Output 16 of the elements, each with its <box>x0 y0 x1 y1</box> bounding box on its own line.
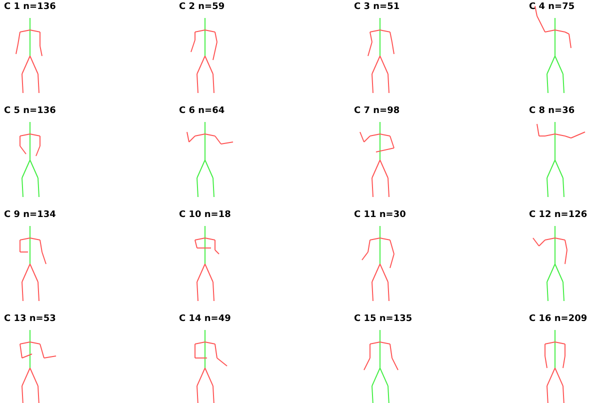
cluster-title: C 12 n=126 <box>529 210 588 220</box>
cluster-title: C 14 n=49 <box>179 314 231 324</box>
cluster-title: C 2 n=59 <box>179 2 225 12</box>
cluster-title: C 4 n=75 <box>529 2 575 12</box>
cluster-title: C 1 n=136 <box>4 2 56 12</box>
cluster-title: C 15 n=135 <box>354 314 412 324</box>
cluster-title: C 11 n=30 <box>354 210 406 220</box>
cluster-title: C 16 n=209 <box>529 314 588 324</box>
cluster-title: C 8 n=36 <box>529 106 575 116</box>
cluster-title: C 7 n=98 <box>354 106 400 116</box>
cluster-title: C 9 n=134 <box>4 210 56 220</box>
cluster-title: C 6 n=64 <box>179 106 225 116</box>
cluster-title: C 10 n=18 <box>179 210 231 220</box>
cluster-title: C 5 n=136 <box>4 106 56 116</box>
cluster-title: C 13 n=53 <box>4 314 56 324</box>
cluster-title: C 3 n=51 <box>354 2 400 12</box>
